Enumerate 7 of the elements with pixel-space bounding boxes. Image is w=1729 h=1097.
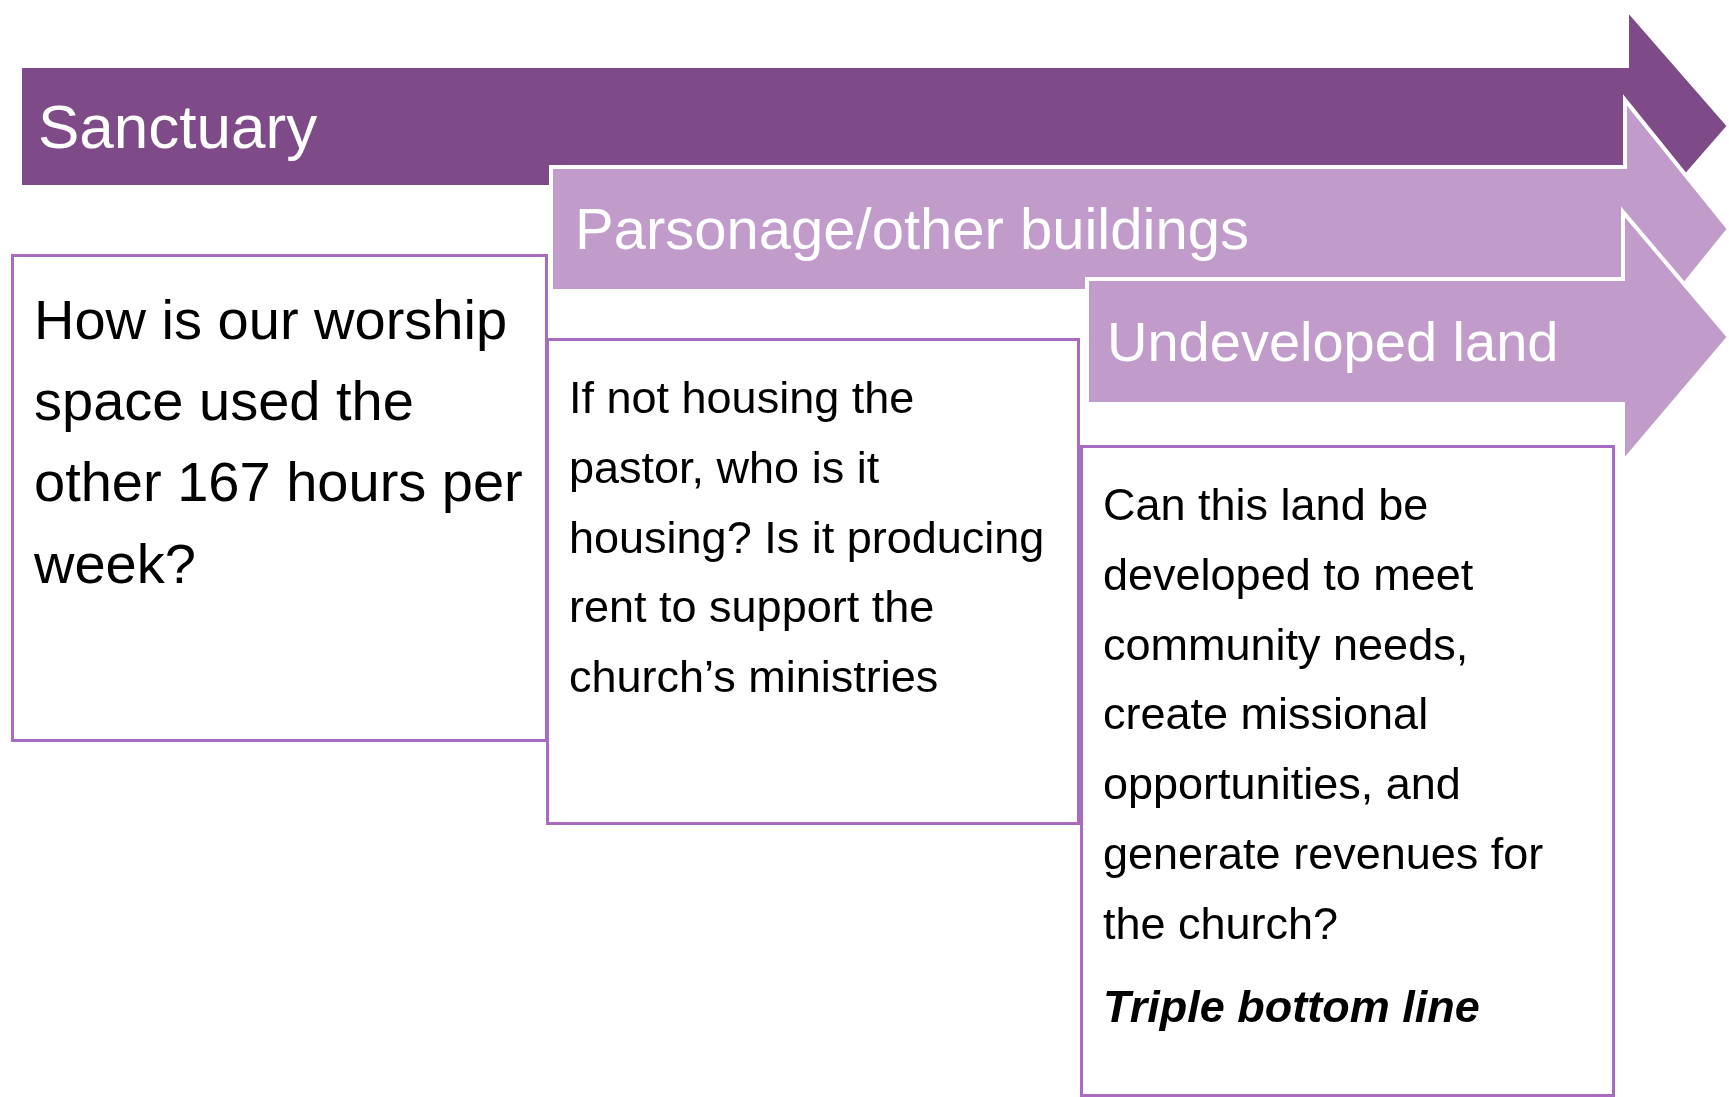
question-text: How is our worship space used the other 167 hours per week? bbox=[34, 287, 524, 597]
question-text: If not housing the pastor, who is it housing? Is it producing rent to support the church’s ministries bbox=[569, 371, 1046, 704]
emphasis-text: Triple bottom line bbox=[1103, 980, 1481, 1035]
text-box bbox=[546, 338, 1080, 825]
text-box bbox=[1080, 445, 1615, 1097]
text-box bbox=[11, 254, 548, 742]
question-text: Can this land be developed to meet community needs, create missional opportunities, and generate revenues for the church? bbox=[1103, 478, 1545, 951]
